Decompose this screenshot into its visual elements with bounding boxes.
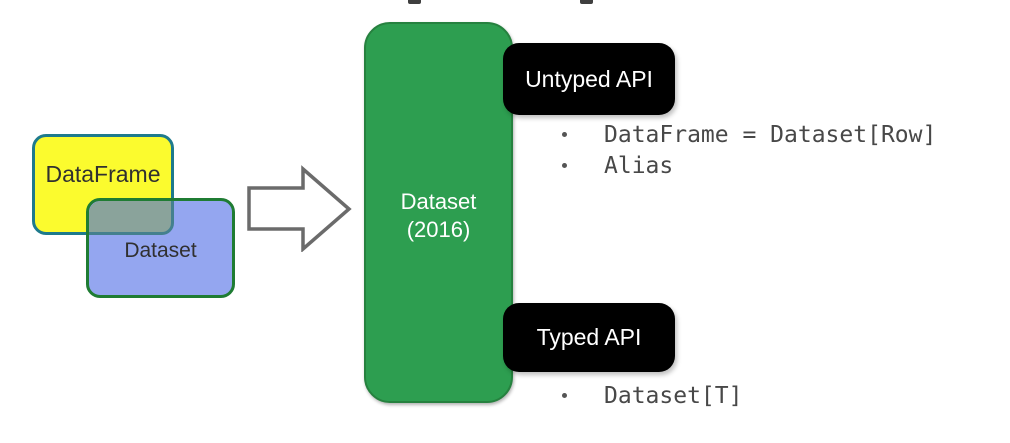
untyped-api-badge-label: Untyped API bbox=[525, 65, 653, 92]
typed-api-badge-label: Typed API bbox=[536, 324, 642, 350]
dataset-2016-box: Dataset (2016) bbox=[364, 22, 513, 403]
dataset-box-label: Dataset bbox=[124, 239, 197, 262]
cropped-text-mark bbox=[408, 0, 421, 4]
untyped-api-badge: Untyped API bbox=[503, 43, 675, 115]
bullet-dot bbox=[562, 132, 567, 137]
dataset-2016-line1: Dataset bbox=[400, 188, 477, 214]
typed-bullet-text: Dataset[T] bbox=[604, 382, 743, 409]
untyped-bullet-dataframe-equals: DataFrame = Dataset[Row] bbox=[562, 119, 936, 150]
typed-api-badge: Typed API bbox=[503, 303, 675, 372]
dataset-2016-line2: (2016) bbox=[406, 216, 471, 242]
cropped-text-mark bbox=[580, 0, 593, 4]
venn-overlap-region bbox=[89, 201, 174, 235]
untyped-bullet-text: DataFrame = Dataset[Row] bbox=[604, 121, 937, 148]
untyped-bullet-text: Alias bbox=[604, 152, 674, 179]
bullet-dot bbox=[562, 163, 567, 168]
dataframe-box-label: DataFrame bbox=[45, 161, 161, 187]
bullet-dot bbox=[562, 393, 567, 398]
typed-bullet-dataset-t: Dataset[T] bbox=[562, 380, 742, 411]
untyped-bullet-alias: Alias bbox=[562, 150, 673, 181]
right-arrow-shape bbox=[247, 165, 352, 252]
right-arrow-icon bbox=[247, 165, 352, 252]
